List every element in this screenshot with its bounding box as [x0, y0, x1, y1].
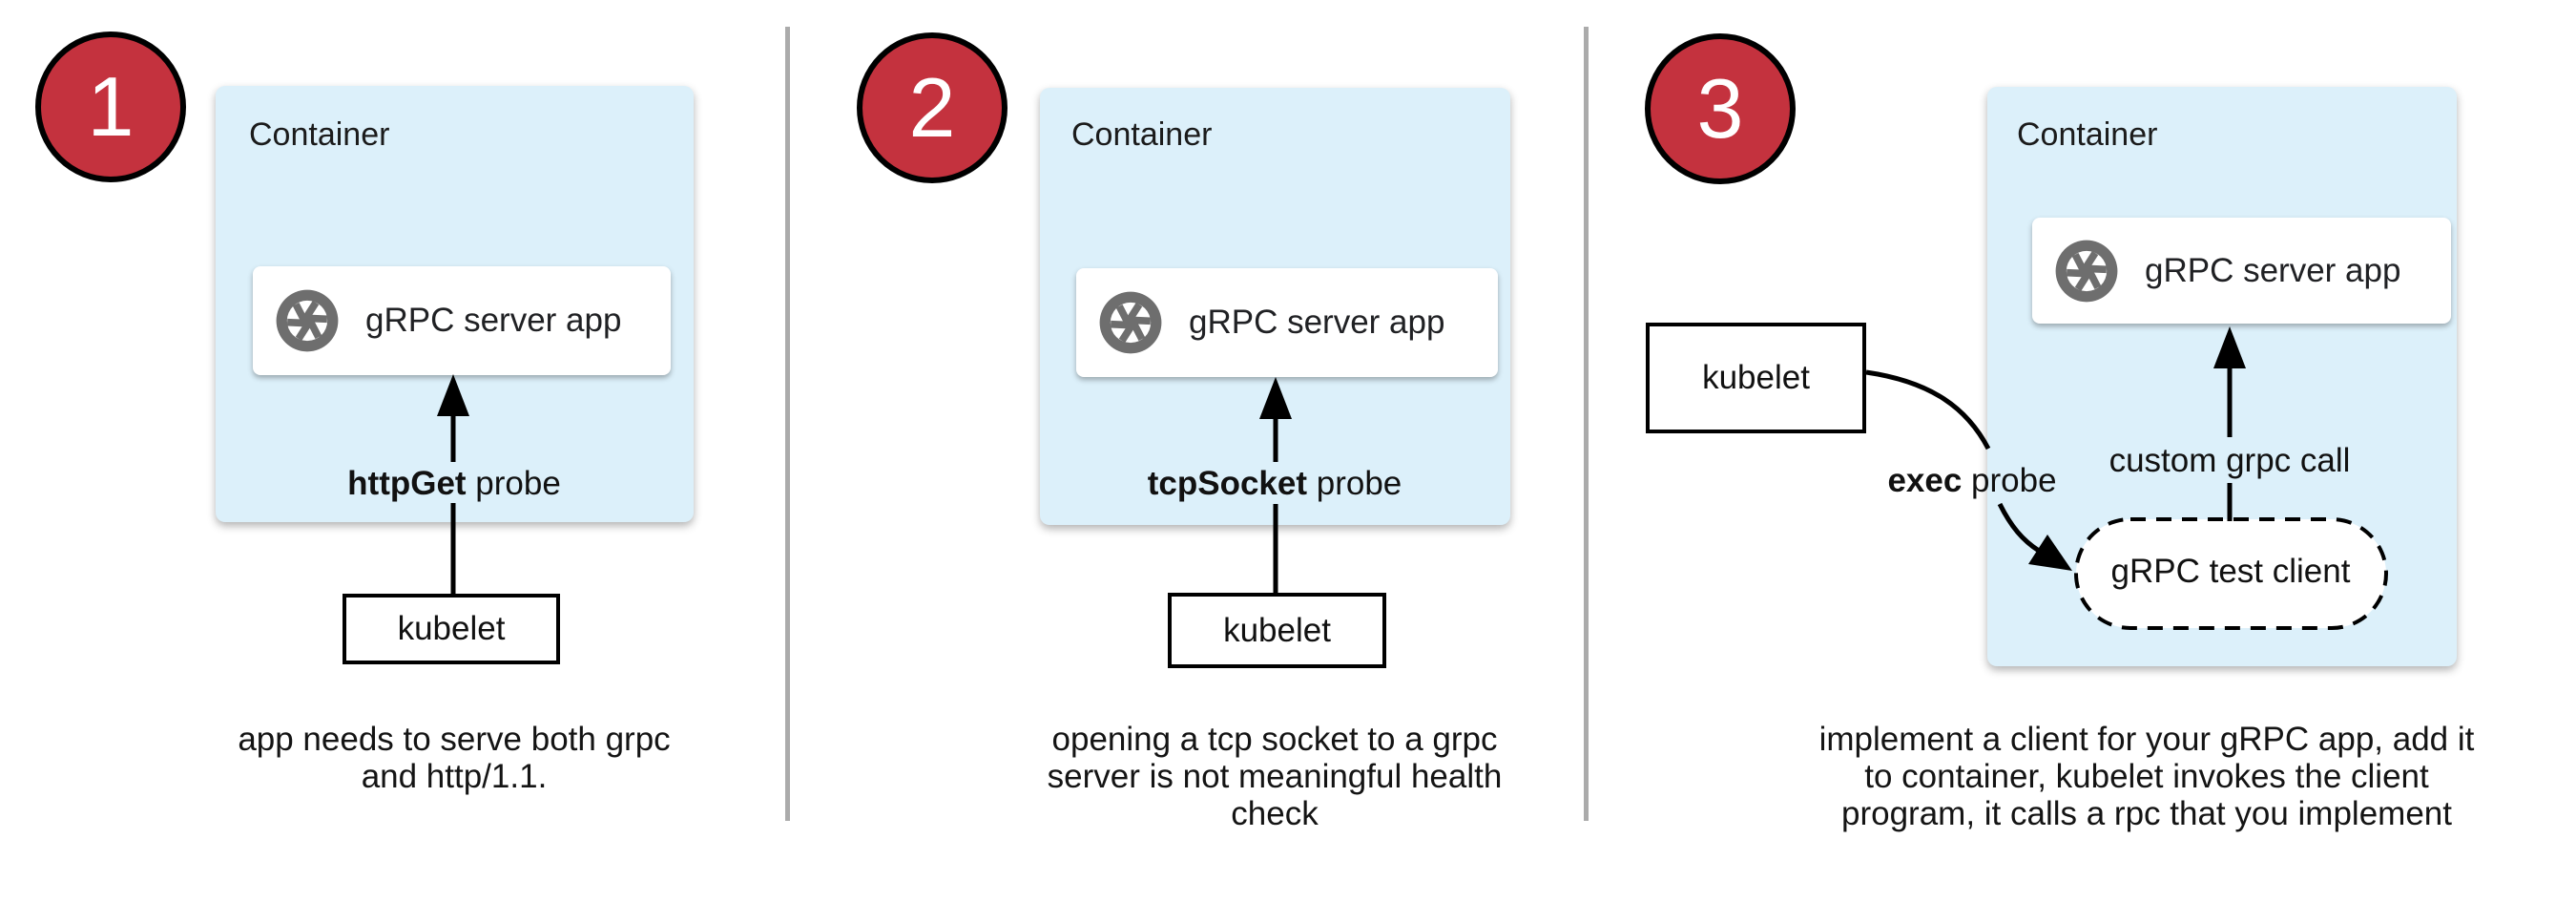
kubelet-box-1: kubelet — [343, 594, 560, 664]
grpc-test-client-label: gRPC test client — [2110, 553, 2351, 590]
kubelet-box-3: kubelet — [1646, 323, 1866, 433]
kubelet-label: kubelet — [1702, 359, 1810, 396]
caption-line: check — [1231, 795, 1319, 832]
caption-3: implement a client for your gRPC app, ad… — [1803, 721, 2490, 832]
grpc-server-app-box-1: gRPC server app — [253, 266, 671, 375]
caption-line: app needs to serve both grpc — [238, 721, 671, 758]
grpc-server-app-label: gRPC server app — [365, 302, 622, 339]
grpc-server-app-label: gRPC server app — [2145, 251, 2401, 289]
probe-word: probe — [1962, 462, 2057, 499]
container-label-3: Container — [2017, 116, 2158, 153]
kubelet-box-2: kubelet — [1168, 593, 1386, 668]
step-number: 3 — [1696, 61, 1744, 156]
grpc-server-app-box-2: gRPC server app — [1076, 268, 1498, 377]
aperture-icon — [1099, 291, 1162, 354]
caption-line: and http/1.1. — [361, 758, 548, 795]
step-number: 1 — [87, 59, 135, 154]
probe-type: tcpSocket — [1147, 465, 1308, 502]
grpc-server-app-label: gRPC server app — [1189, 304, 1445, 341]
caption-line: program, it calls a rpc that you impleme… — [1841, 795, 2452, 832]
step-badge-1: 1 — [35, 31, 186, 182]
step-badge-2: 2 — [857, 32, 1008, 183]
caption-1: app needs to serve both grpc and http/1.… — [120, 721, 788, 795]
exec-probe-curve-upper — [1865, 369, 1991, 451]
caption-line: server is not meaningful health — [1047, 758, 1503, 795]
aperture-icon — [2055, 240, 2118, 302]
kubelet-label: kubelet — [1223, 611, 1331, 649]
probe-label-1: httpGet probe — [120, 465, 788, 503]
probe-word: probe — [1307, 465, 1402, 502]
container-label-2: Container — [1071, 116, 1213, 153]
probe-word: probe — [466, 465, 561, 502]
caption-line: opening a tcp socket to a grpc — [1051, 721, 1498, 758]
aperture-icon — [276, 289, 339, 352]
probe-type: httpGet — [347, 465, 467, 502]
container-label-1: Container — [249, 116, 390, 153]
probe-label-2: tcpSocket probe — [941, 465, 1609, 503]
panel-divider-2 — [1584, 27, 1589, 821]
step-badge-3: 3 — [1645, 33, 1796, 184]
grpc-server-app-box-3: gRPC server app — [2032, 218, 2451, 324]
caption-line: to container, kubelet invokes the client — [1864, 758, 2429, 795]
custom-grpc-call-label: custom grpc call — [2109, 442, 2351, 479]
probe-type: exec — [1887, 462, 1963, 499]
step-number: 2 — [908, 60, 956, 155]
kubelet-label: kubelet — [397, 610, 506, 647]
probe-label-3: exec probe — [1781, 462, 2163, 500]
caption-2: opening a tcp socket to a grpc server is… — [941, 721, 1609, 832]
caption-line: implement a client for your gRPC app, ad… — [1818, 721, 2475, 758]
panel-divider-1 — [785, 27, 790, 821]
